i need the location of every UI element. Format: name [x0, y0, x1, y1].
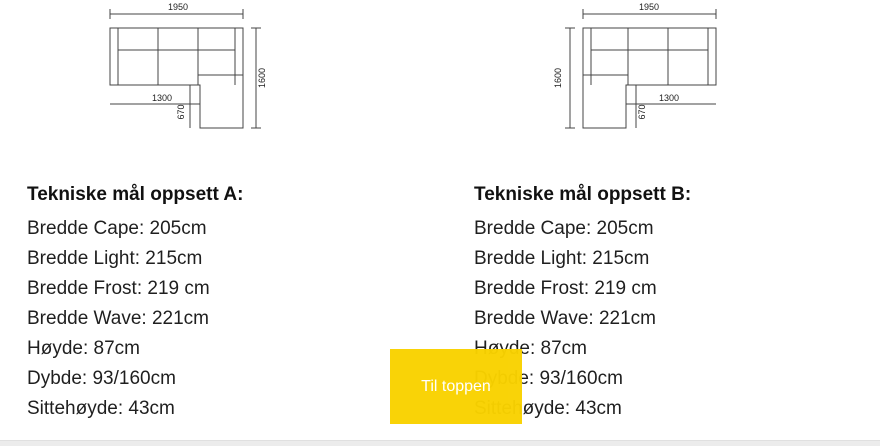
- spec-item: Bredde Wave: 221cm: [474, 308, 656, 329]
- spec-item: Bredde Cape: 205cm: [27, 218, 207, 239]
- scroll-to-top-button[interactable]: Til toppen: [390, 349, 522, 424]
- spec-b-title: Tekniske mål oppsett B:: [474, 184, 692, 205]
- spec-block-a: Tekniske mål oppsett A: Bredde Cape: 205…: [27, 180, 243, 424]
- spec-item: Bredde Frost: 219 cm: [27, 278, 210, 299]
- diagram-b-seat-label: 1300: [659, 93, 679, 103]
- spec-item: Sittehøyde: 43cm: [27, 398, 175, 419]
- spec-item: Høyde: 87cm: [27, 338, 140, 359]
- sofa-diagram-b: 1950 1300 1600 670: [548, 0, 728, 140]
- scroll-to-top-label: Til toppen: [421, 378, 491, 395]
- spec-item: Bredde Frost: 219 cm: [474, 278, 657, 299]
- sofa-diagram-a: 1950 1300 1600 670: [100, 0, 280, 140]
- sofa-outline-a: 1950 1300 1600 670: [109, 2, 267, 129]
- sofa-outline-b: 1950 1300 1600 670: [553, 2, 717, 129]
- spec-item: Bredde Wave: 221cm: [27, 308, 209, 329]
- diagram-a-seat-label: 1300: [152, 93, 172, 103]
- spec-a-title: Tekniske mål oppsett A:: [27, 184, 244, 205]
- spec-a-list: Bredde Cape: 205cm Bredde Light: 215cm B…: [27, 214, 243, 424]
- bottom-divider: [0, 440, 880, 446]
- spec-item: Bredde Cape: 205cm: [474, 218, 654, 239]
- diagram-a-depth-label: 1600: [257, 68, 267, 88]
- spec-item: Bredde Light: 215cm: [27, 248, 203, 269]
- diagram-b-chaise-label: 670: [637, 104, 647, 119]
- spec-item: Bredde Light: 215cm: [474, 248, 650, 269]
- diagram-b-depth-label: 1600: [553, 68, 563, 88]
- spec-item: Dybde: 93/160cm: [27, 368, 176, 389]
- diagram-b-width-label: 1950: [639, 2, 659, 12]
- diagram-a-chaise-label: 670: [176, 104, 186, 119]
- diagram-a-width-label: 1950: [168, 2, 188, 12]
